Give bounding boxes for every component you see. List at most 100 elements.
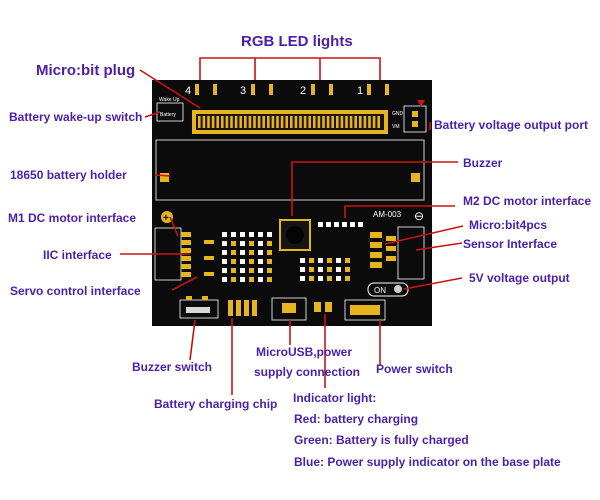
label-iic-interface: IIC interface xyxy=(43,248,112,262)
header-pin xyxy=(240,277,245,282)
connector-pin xyxy=(271,116,275,128)
label-indicator-green: Green: Battery is fully charged xyxy=(294,433,469,447)
header-pin xyxy=(222,232,227,237)
microusb-port xyxy=(282,303,296,313)
charging-chip-pads xyxy=(228,300,257,316)
label-battery-holder: 18650 battery holder xyxy=(10,168,127,182)
header-pin xyxy=(350,222,355,227)
header-pin xyxy=(358,222,363,227)
header-pin xyxy=(300,276,305,281)
on-switch-outline xyxy=(367,282,409,297)
header-pin xyxy=(267,250,272,255)
header-pin xyxy=(231,268,236,273)
led-number-4: 4 xyxy=(185,85,191,97)
header-pin xyxy=(249,232,254,237)
header-pin xyxy=(267,232,272,237)
label-5v-output: 5V voltage output xyxy=(469,271,570,285)
label-servo-interface: Servo control interface xyxy=(10,284,141,298)
header-pin xyxy=(240,232,245,237)
header-pin xyxy=(336,276,341,281)
connector-pin xyxy=(211,116,215,128)
header-pin xyxy=(240,259,245,264)
header-pin xyxy=(334,222,339,227)
header-pin xyxy=(309,276,314,281)
connector-pin xyxy=(303,116,307,128)
led-number-1: 1 xyxy=(357,85,363,97)
header-pin xyxy=(222,241,227,246)
buzzer-switch-pad xyxy=(202,296,208,300)
header-pin xyxy=(309,267,314,272)
battery-holder-pad xyxy=(411,173,420,182)
connector-pin xyxy=(239,116,242,128)
buzzer-switch-outline xyxy=(179,299,219,319)
header-pin xyxy=(345,258,350,263)
power-switch-outline xyxy=(344,299,386,321)
wakeup-silk: Wake Up xyxy=(159,97,180,103)
connector-pin xyxy=(280,116,284,128)
header-pin xyxy=(240,250,245,255)
label-indicator-title: Indicator light: xyxy=(293,391,377,405)
connector-pin xyxy=(257,116,261,128)
pointer-lines xyxy=(120,57,464,395)
connector-pin xyxy=(262,116,265,128)
connector-pin xyxy=(308,116,311,128)
label-charging-chip: Battery charging chip xyxy=(154,397,278,411)
header-pin xyxy=(249,277,254,282)
connector-pin xyxy=(299,116,302,128)
header-pin xyxy=(300,258,305,263)
connector-pin xyxy=(202,116,206,128)
connector-pin xyxy=(276,116,279,128)
connector-pin xyxy=(313,116,316,128)
label-buzzer: Buzzer xyxy=(463,156,503,170)
header-pin xyxy=(231,232,236,237)
buzzer-hole xyxy=(286,226,304,244)
header-pin xyxy=(267,241,272,246)
connector-pin xyxy=(336,116,339,128)
label-buzzer-switch: Buzzer switch xyxy=(132,360,213,374)
header-pin xyxy=(327,267,332,272)
header-pin xyxy=(336,258,341,263)
connector-pin xyxy=(267,116,270,128)
header-pin xyxy=(231,250,236,255)
header-pin xyxy=(309,258,314,263)
connector-pin xyxy=(349,116,353,128)
connector-pin xyxy=(198,116,201,128)
label-battery-wakeup-switch: Battery wake-up switch xyxy=(9,110,143,124)
header-pin xyxy=(327,258,332,263)
header-pin xyxy=(327,276,332,281)
header-pin xyxy=(267,277,272,282)
battery-port-pin xyxy=(412,121,418,127)
indicator-led-pads xyxy=(314,302,332,312)
label-microbit-plug: Micro:bit plug xyxy=(36,62,136,79)
header-pin xyxy=(267,268,272,273)
label-power-switch: Power switch xyxy=(376,362,453,376)
battery-holder-pad xyxy=(160,173,169,182)
header-pin xyxy=(345,267,350,272)
connector-pin xyxy=(230,116,233,128)
connector-pin xyxy=(340,116,344,128)
label-indicator-blue: Blue: Power supply indicator on the base… xyxy=(294,455,561,469)
label-sensor-interface: Sensor Interface xyxy=(463,237,558,251)
connector-pin xyxy=(368,116,371,128)
label-indicator-red: Red: battery charging xyxy=(294,412,419,426)
header-pin xyxy=(342,222,347,227)
header-pin xyxy=(222,268,227,273)
header-pin xyxy=(222,250,227,255)
connector-pin xyxy=(221,116,224,128)
connector-pin xyxy=(354,116,357,128)
buzzer-switch-pad xyxy=(186,296,192,300)
battery-port-pin xyxy=(412,111,418,117)
header-pin xyxy=(258,250,263,255)
label-m2-motor: M2 DC motor interface xyxy=(463,194,592,208)
vm-silk: VM xyxy=(392,124,400,130)
connector-pin xyxy=(331,116,334,128)
gnd-silk: GND xyxy=(392,111,404,117)
header-pin xyxy=(336,267,341,272)
battery-silk: Battery xyxy=(160,112,176,118)
header-pin xyxy=(258,241,263,246)
connector-pin xyxy=(248,116,252,128)
header-pin xyxy=(231,259,236,264)
header-pin xyxy=(318,222,323,227)
battery-holder-outline xyxy=(155,139,425,201)
connector-pin xyxy=(317,116,321,128)
